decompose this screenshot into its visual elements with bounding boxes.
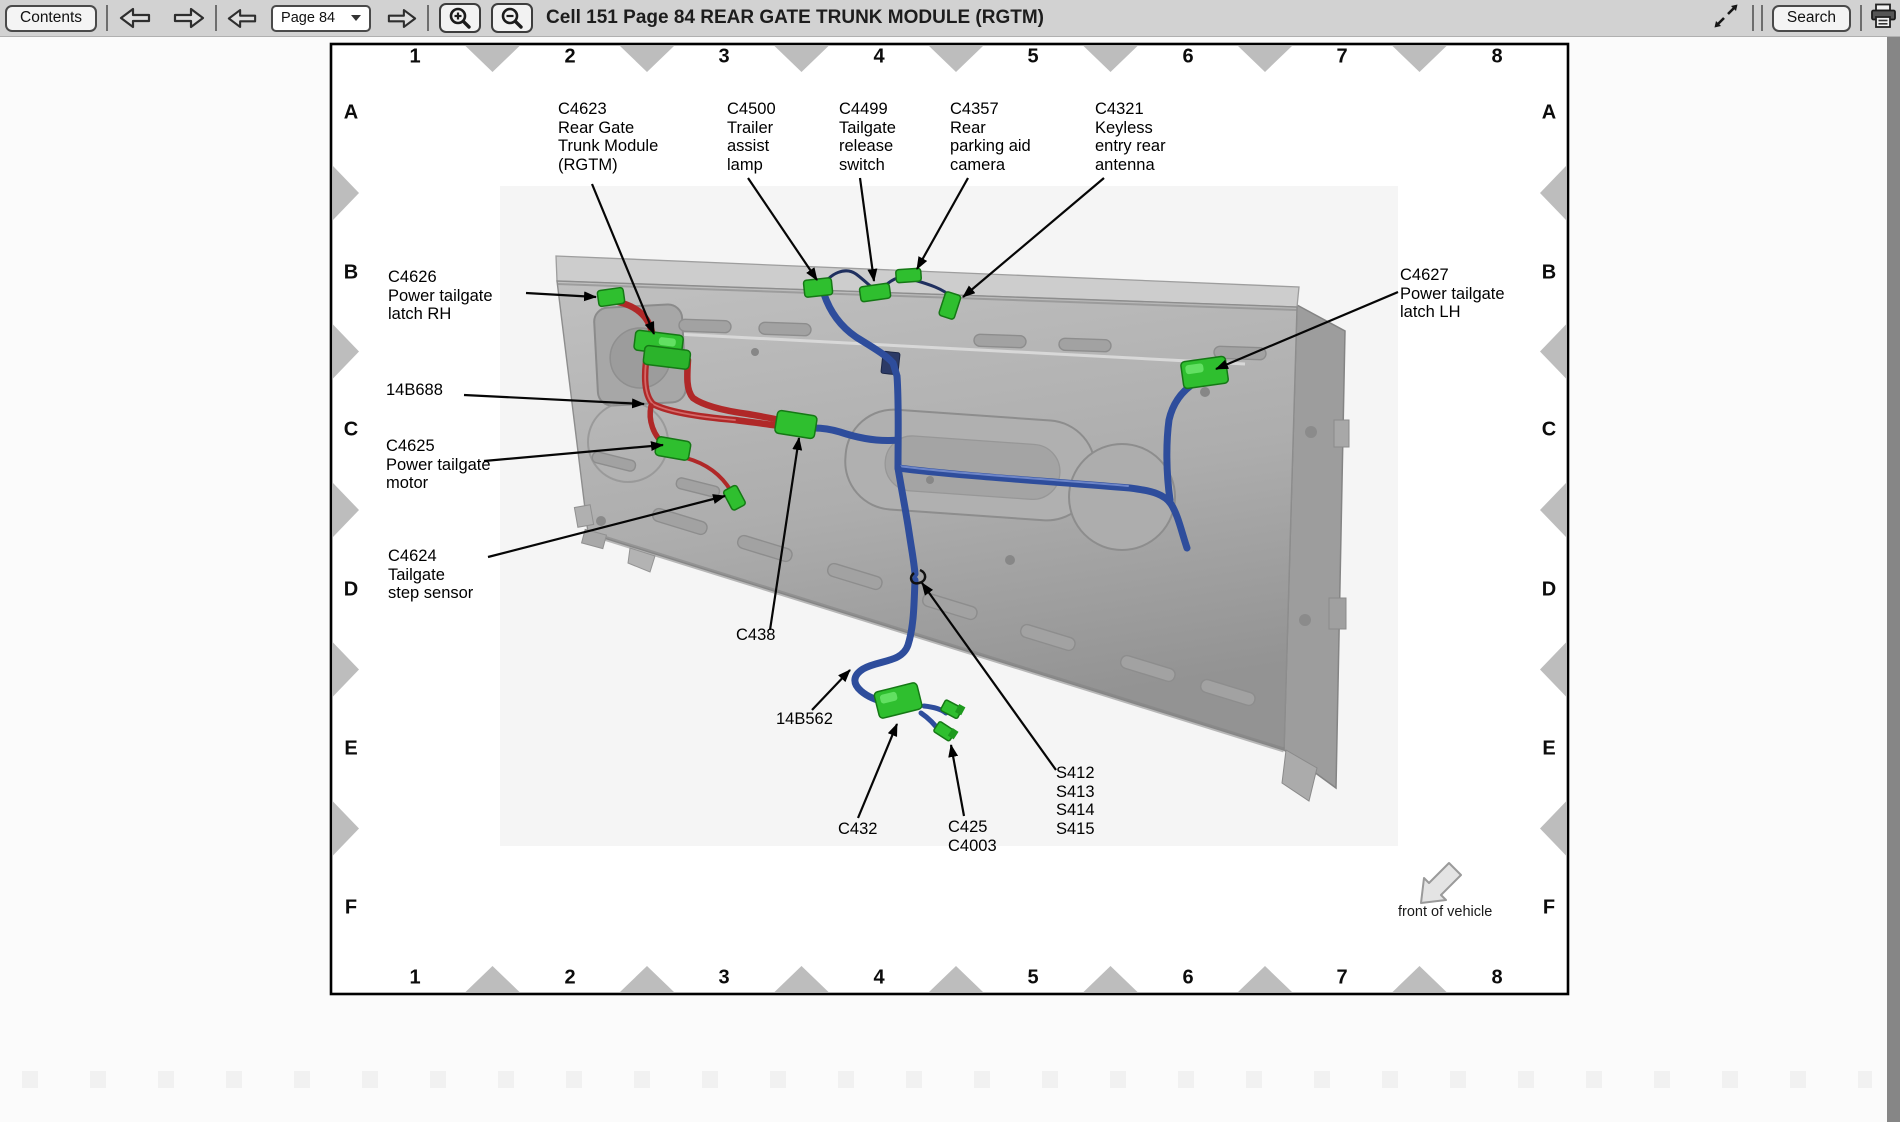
prev-page-button[interactable]: [227, 7, 257, 30]
front-of-vehicle-arrow: [1420, 862, 1462, 904]
print-button[interactable]: [1870, 3, 1897, 34]
grid-col-label: 3: [718, 966, 730, 989]
grid-col-label: 6: [1182, 45, 1194, 68]
grid-col-label: 7: [1336, 966, 1348, 989]
grid-row-label: F: [344, 896, 358, 919]
grid-col-label: 6: [1182, 966, 1194, 989]
arrow-left-icon: [119, 7, 151, 29]
chevron-down-icon: [351, 15, 362, 21]
magnifier-minus-icon: [501, 7, 523, 29]
grid-col-label: 3: [718, 45, 730, 68]
callout-c432: C432: [838, 820, 878, 838]
leader-lines: [463, 177, 1399, 819]
nav-forward-button[interactable]: [173, 6, 205, 30]
grid-row-label: C: [343, 418, 359, 441]
connector-14b562: [873, 682, 923, 719]
toolbar-separator: [1760, 5, 1763, 31]
callout-c4321: C4321 Keyless entry rear antenna: [1095, 100, 1166, 174]
callout-14b688: 14B688: [386, 381, 443, 399]
callout-c438: C438: [736, 626, 776, 644]
arrow-right-icon: [387, 8, 417, 28]
grid-col-label: 8: [1491, 45, 1503, 68]
zoom-out-button[interactable]: [491, 3, 534, 33]
connector-c4357: [895, 267, 923, 284]
toolbar-separator: [427, 5, 430, 31]
magnifier-plus-icon: [449, 7, 471, 29]
callout-s412-s415: S412 S413 S414 S415: [1056, 764, 1095, 838]
callout-c4623: C4623 Rear Gate Trunk Module (RGTM): [558, 100, 659, 174]
callout-c4500: C4500 Trailer assist lamp: [727, 100, 776, 174]
toolbar-separator: [1751, 5, 1754, 31]
front-of-vehicle-label: front of vehicle: [1398, 904, 1493, 920]
next-page-button[interactable]: [387, 7, 417, 30]
connectors: [596, 267, 1229, 742]
grid-row-label: D: [1541, 578, 1557, 601]
page-select[interactable]: Page 84: [271, 4, 372, 32]
toolbar: Contents Page 84: [0, 0, 1900, 37]
callout-14b562: 14B562: [776, 710, 833, 728]
tailgate-illustration: [555, 255, 1350, 802]
printer-icon: [1871, 3, 1896, 28]
grid-row-label: B: [343, 261, 359, 284]
callout-c425-c4003: C425 C4003: [948, 818, 997, 855]
grid-row-label: E: [1542, 737, 1556, 760]
grid-col-label: 7: [1336, 45, 1348, 68]
grid-col-label: 5: [1027, 45, 1039, 68]
connector-c4499: [858, 282, 892, 303]
connector-c4624: [722, 484, 746, 511]
nav-back-button[interactable]: [119, 6, 151, 30]
zoom-in-button[interactable]: [439, 3, 482, 33]
grid-col-label: 2: [564, 45, 576, 68]
callout-c4624: C4624 Tailgate step sensor: [388, 547, 474, 602]
splice-clip-mark: [909, 568, 927, 585]
grid-col-label: 1: [409, 966, 421, 989]
grid-row-label: C: [1541, 418, 1557, 441]
callout-c4357: C4357 Rear parking aid camera: [950, 100, 1031, 174]
connector-c438: [774, 409, 818, 440]
faded-bottom-bar: [22, 1071, 1872, 1088]
connector-c4500: [802, 277, 834, 298]
callout-c4626: C4626 Power tailgate latch RH: [388, 268, 493, 323]
arrow-right-icon: [173, 7, 205, 29]
vertical-scrollbar[interactable]: [1887, 37, 1900, 1122]
grid-col-label: 8: [1491, 966, 1503, 989]
contents-button[interactable]: Contents: [5, 4, 98, 32]
grid-row-label: E: [344, 737, 358, 760]
callout-c4499: C4499 Tailgate release switch: [839, 100, 896, 174]
grid-col-label: 5: [1027, 966, 1039, 989]
toolbar-separator: [215, 5, 218, 31]
connector-c4626: [596, 286, 626, 308]
grid-col-label: 2: [564, 966, 576, 989]
page-select-value: Page 84: [281, 10, 336, 26]
grid-row-label: F: [1542, 896, 1556, 919]
connector-c4627: [1180, 355, 1229, 390]
toolbar-separator: [106, 5, 109, 31]
diagonal-resize-icon: [1714, 4, 1738, 27]
grid-row-label: D: [343, 578, 359, 601]
grid-row-label: B: [1541, 261, 1557, 284]
grid-col-label: 4: [873, 45, 885, 68]
toolbar-separator: [1860, 5, 1862, 31]
grid-nav-triangles[interactable]: [333, 46, 1566, 992]
callout-c4627: C4627 Power tailgate latch LH: [1400, 266, 1505, 321]
search-button[interactable]: Search: [1771, 4, 1851, 32]
expand-button[interactable]: [1712, 3, 1740, 34]
grid-col-label: 1: [409, 45, 421, 68]
page-title: Cell 151 Page 84 REAR GATE TRUNK MODULE …: [546, 7, 1044, 28]
grid-col-label: 4: [873, 966, 885, 989]
arrow-left-icon: [227, 8, 257, 28]
connector-c4623: [633, 329, 692, 370]
callout-c4625: C4625 Power tailgate motor: [386, 437, 491, 492]
connector-c4321: [938, 291, 962, 320]
blue-harness: [810, 269, 1200, 736]
grid-row-label: A: [1541, 101, 1557, 124]
grid-row-label: A: [343, 101, 359, 124]
